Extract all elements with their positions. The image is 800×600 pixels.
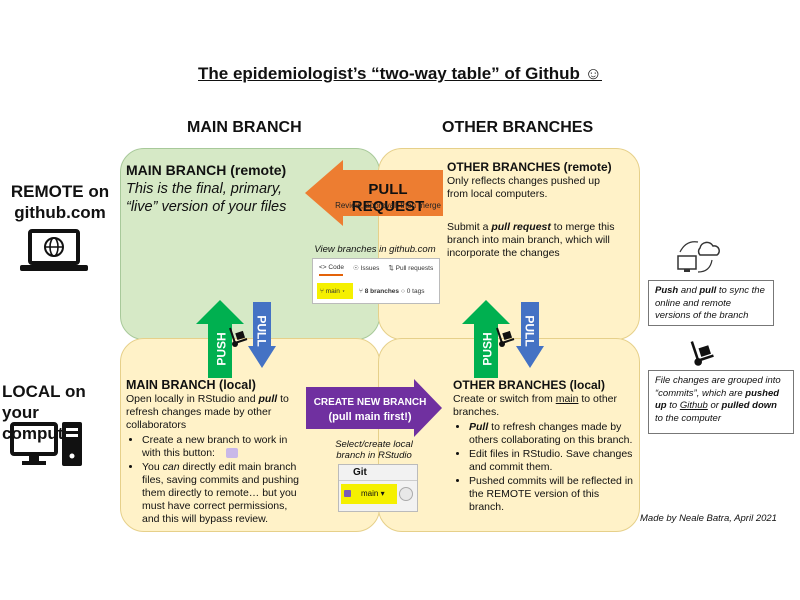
main-local-title: MAIN BRANCH (local) <box>126 378 256 392</box>
other-local-title: OTHER BRANCHES (local) <box>453 378 606 392</box>
pull-label-other: PULL <box>523 315 537 347</box>
main-remote-title: MAIN BRANCH (remote) <box>126 162 287 178</box>
sync-cloud-computer-icon <box>677 241 720 273</box>
create-new-branch-label: CREATE NEW BRANCH (pull main first!) <box>313 397 427 423</box>
other-local-bullet-1: Pull to refresh changes made by others c… <box>469 421 633 447</box>
other-remote-title: OTHER BRANCHES (remote) <box>447 160 612 174</box>
tab-code[interactable]: <> Code <box>319 264 344 271</box>
pull-label-main: PULL <box>255 315 269 347</box>
create-new-branch-arrow <box>306 379 442 437</box>
row-header-remote: REMOTE on github.com <box>10 182 110 222</box>
pull-request-label: PULL REQUEST <box>351 181 425 215</box>
pull-arrow-main <box>248 302 276 368</box>
diagram-title: The epidemiologist’s “two-way table” of … <box>198 64 602 83</box>
main-local-text: Open locally in RStudio and pull to refr… <box>126 393 304 527</box>
quadrant-main-local <box>120 338 380 532</box>
hand-truck-icon <box>496 327 515 347</box>
column-header-other: OTHER BRANCHES <box>442 119 594 136</box>
other-remote-text1: Only reflects changes pushed up from loc… <box>447 175 600 200</box>
tab-pull-requests[interactable]: ⇅ Pull requests <box>388 265 434 272</box>
rstudio-caption: Select/create local branch in RStudio <box>335 439 413 461</box>
new-branch-icon[interactable] <box>344 490 351 497</box>
push-arrow-other <box>462 300 510 378</box>
main-remote-description: This is the final, primary, “live” versi… <box>126 181 287 215</box>
desktop-computer-icon <box>10 422 82 466</box>
push-arrow-main <box>196 300 244 378</box>
other-remote-text2: Submit a pull request to merge this bran… <box>447 221 615 259</box>
quadrant-other-local <box>378 338 640 532</box>
other-local-bullet-2: Edit files in RStudio. Save changes and … <box>469 448 633 474</box>
new-branch-button-icon[interactable] <box>225 448 238 459</box>
main-local-bullet-2: You can directly edit main branch files,… <box>142 461 304 526</box>
branch-select[interactable]: ⑂ main ▾ <box>320 288 346 295</box>
view-branches-caption: View branches in github.com <box>314 244 436 255</box>
github-branches-screenshot: <> Code ☉ Issues ⇅ Pull requests ⑂ main … <box>312 258 440 304</box>
branches-count[interactable]: ⑂ 8 branches <box>359 288 400 295</box>
hand-truck-icon <box>690 341 714 366</box>
laptop-icon <box>20 229 88 271</box>
credit: Made by Neale Batra, April 2021 <box>640 513 777 524</box>
tab-issues[interactable]: ☉ Issues <box>352 265 380 272</box>
row-header-local: LOCAL on your computer <box>2 382 86 443</box>
tags-count[interactable]: ○ 0 tags <box>401 288 425 295</box>
column-header-main: MAIN BRANCH <box>187 119 302 136</box>
other-local-bullet-3: Pushed commits will be reflected in the … <box>469 475 633 514</box>
rstudio-branch-select[interactable]: main ▾ <box>361 489 385 498</box>
rstudio-git-screenshot: Git main ▾ <box>338 464 418 512</box>
gear-icon[interactable] <box>399 487 413 501</box>
note-sync: Push and pull to sync the online and rem… <box>648 280 774 326</box>
pull-arrow-other <box>516 302 544 368</box>
pull-request-arrow <box>305 160 443 226</box>
git-pane-label: Git <box>353 467 367 478</box>
hand-truck-icon <box>229 327 248 347</box>
note-commits: File changes are grouped into “commits”,… <box>648 370 794 434</box>
other-local-text: Create or switch from main to other bran… <box>453 393 633 515</box>
main-local-bullet-1: Create a new branch to work in with this… <box>142 434 304 460</box>
pull-request-sublabel: Review, approval, then merge <box>335 201 441 210</box>
